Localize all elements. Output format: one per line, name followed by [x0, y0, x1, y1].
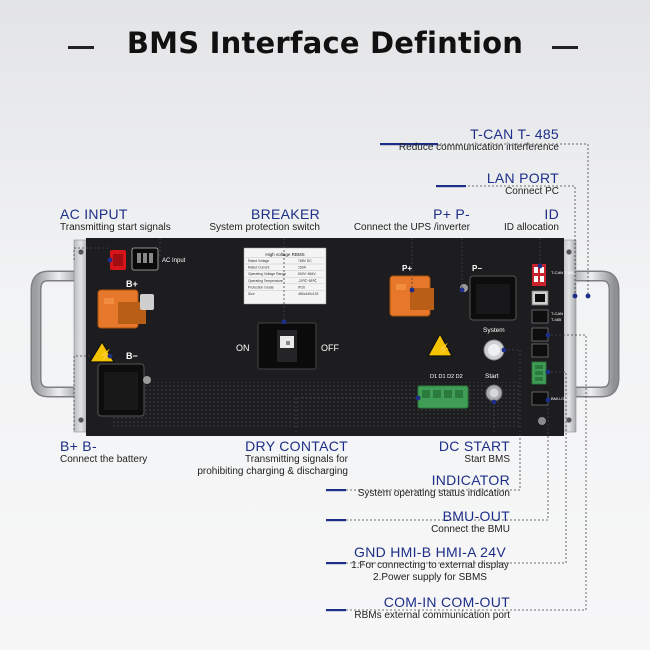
page-title: BMS Interface Defintion	[126, 26, 524, 60]
system-text: System	[483, 327, 505, 334]
hmi-connector	[531, 361, 547, 385]
label-lan: LAN PORT Connect PC	[487, 170, 559, 198]
b-minus-terminal	[97, 363, 151, 417]
label-dry: DRY CONTACT Transmitting signals for pro…	[197, 438, 348, 478]
label-com: COM-IN COM-OUT RBMs external communicati…	[354, 594, 510, 622]
sticker-row-label: Rated Voltage	[248, 259, 269, 263]
p-minus-terminal	[460, 275, 517, 321]
off-text: OFF	[321, 343, 339, 353]
ac-input-text: AC Input	[162, 258, 186, 264]
label-dc: DC START Start BMS	[439, 438, 510, 466]
label-dry-sub2: prohibiting charging & discharging	[197, 466, 348, 477]
label-lan-sub: Connect PC	[505, 186, 559, 197]
title-dash-right	[552, 46, 578, 49]
svg-text:⚡: ⚡	[99, 349, 113, 362]
com-out-port	[531, 343, 549, 358]
label-bb-title: B+ B-	[60, 438, 97, 454]
sticker-row-label: Protection Grade	[248, 285, 274, 289]
ac-input-socket	[110, 247, 159, 271]
label-bb: B+ B- Connect the battery	[60, 438, 147, 466]
lan-port	[531, 290, 549, 306]
sticker-row-value: 600V~864V	[298, 272, 317, 276]
label-tcan-title: T-CAN T- 485	[470, 126, 559, 142]
label-pp-title: P+ P-	[433, 206, 470, 222]
tcan-port	[531, 309, 549, 324]
id-dip-switch	[532, 264, 546, 286]
sticker-row-value: IP20	[298, 285, 305, 289]
svg-text:⚡: ⚡	[437, 343, 451, 356]
label-id-title: ID	[544, 206, 559, 222]
label-ac-sub: Transmitting start signals	[60, 222, 171, 233]
label-tcan-sub: Reduce communication interference	[398, 142, 559, 153]
left-handle	[30, 239, 89, 433]
sticker-row-value: 150A	[298, 266, 307, 270]
sticker-title: High voltage RBMS	[265, 252, 304, 257]
port-label-3: T-485	[551, 317, 562, 322]
sticker-row-value: 480x440x133	[298, 292, 318, 296]
b-minus-text: B−	[126, 351, 138, 361]
bmu-out-port	[531, 391, 549, 406]
sticker-row-value: 768V DC	[298, 259, 312, 263]
port-label-1: T-CAN T-485	[551, 270, 575, 275]
start-text: Start	[485, 373, 499, 380]
label-dc-sub: Start BMS	[464, 454, 510, 465]
label-dry-title: DRY CONTACT	[245, 438, 348, 454]
sticker-row-label: Size	[248, 292, 255, 296]
label-id: ID ID allocation	[504, 206, 559, 234]
label-gnd-title: GND HMI-B HMI-A 24V	[354, 544, 506, 560]
label-bmu-sub: Connect the BMU	[431, 524, 510, 535]
label-ac: AC INPUT Transmitting start signals	[60, 206, 171, 234]
title-dash-left	[68, 46, 94, 49]
label-pp: P+ P- Connect the UPS /inverter	[354, 206, 470, 234]
warning-sticker-right: ⚡	[426, 332, 454, 357]
label-breaker: BREAKER System protection switch	[209, 206, 320, 234]
sticker-row-value: -20℃~55℃	[298, 279, 316, 283]
on-text: ON	[236, 343, 250, 353]
com-in-port	[531, 327, 549, 342]
port-label-2: T-CAN	[551, 311, 563, 316]
breaker-switch	[257, 322, 317, 370]
leader-dots	[107, 257, 591, 405]
sticker-row-label: Rated Current	[248, 266, 269, 270]
system-indicator-button	[483, 339, 505, 361]
label-bb-sub: Connect the battery	[60, 454, 148, 465]
label-ind-title: INDICATOR	[431, 472, 510, 488]
dry-contact-connector	[417, 385, 469, 409]
label-tcan: T-CAN T- 485 Reduce communication interf…	[399, 126, 559, 154]
label-gnd-sub1: 1.For connecting to external display	[351, 560, 509, 571]
label-bmu: BMU-OUT Connect the BMU	[431, 508, 510, 536]
label-breaker-title: BREAKER	[250, 206, 320, 222]
b-plus-terminal	[97, 289, 154, 329]
ground-screw	[538, 417, 546, 425]
b-plus-text: B+	[126, 279, 138, 289]
port-label-6: BMU-OUT	[551, 396, 570, 401]
label-pp-sub: Connect the UPS /inverter	[353, 222, 470, 233]
label-dry-sub1: Transmitting signals for	[245, 454, 348, 465]
label-breaker-sub: System protection switch	[209, 222, 320, 233]
sticker-row-label: Operating Temperature	[248, 279, 283, 283]
p-plus-terminal	[389, 275, 434, 317]
dry-pins-text: D1 D1 D2 D2	[430, 374, 463, 380]
label-ac-title: AC INPUT	[60, 206, 128, 222]
p-minus-text: P−	[472, 264, 482, 273]
label-id-sub: ID allocation	[503, 222, 559, 233]
spec-sticker: High voltage RBMS Rated Voltage 768V DC Rat…	[243, 247, 327, 305]
label-gnd: GND HMI-B HMI-A 24V 1.For connecting to …	[340, 544, 520, 584]
sticker-row-label: Operating Voltage Range	[248, 272, 286, 276]
label-com-sub: RBMs external communication port	[354, 610, 510, 621]
right-handle	[561, 239, 620, 433]
label-bmu-title: BMU-OUT	[442, 508, 510, 524]
label-com-title: COM-IN COM-OUT	[383, 594, 510, 610]
leader-lines	[73, 143, 589, 611]
label-accent-bars	[326, 143, 466, 612]
label-ind: INDICATOR System operating status indica…	[358, 472, 510, 500]
label-gnd-sub2: 2.Power supply for SBMS	[373, 572, 487, 583]
p-plus-text: P+	[402, 264, 412, 273]
label-dc-title: DC START	[438, 438, 510, 454]
label-ind-sub: System operating status indication	[357, 488, 510, 499]
dc-start-button	[485, 384, 503, 402]
label-lan-title: LAN PORT	[486, 170, 559, 186]
